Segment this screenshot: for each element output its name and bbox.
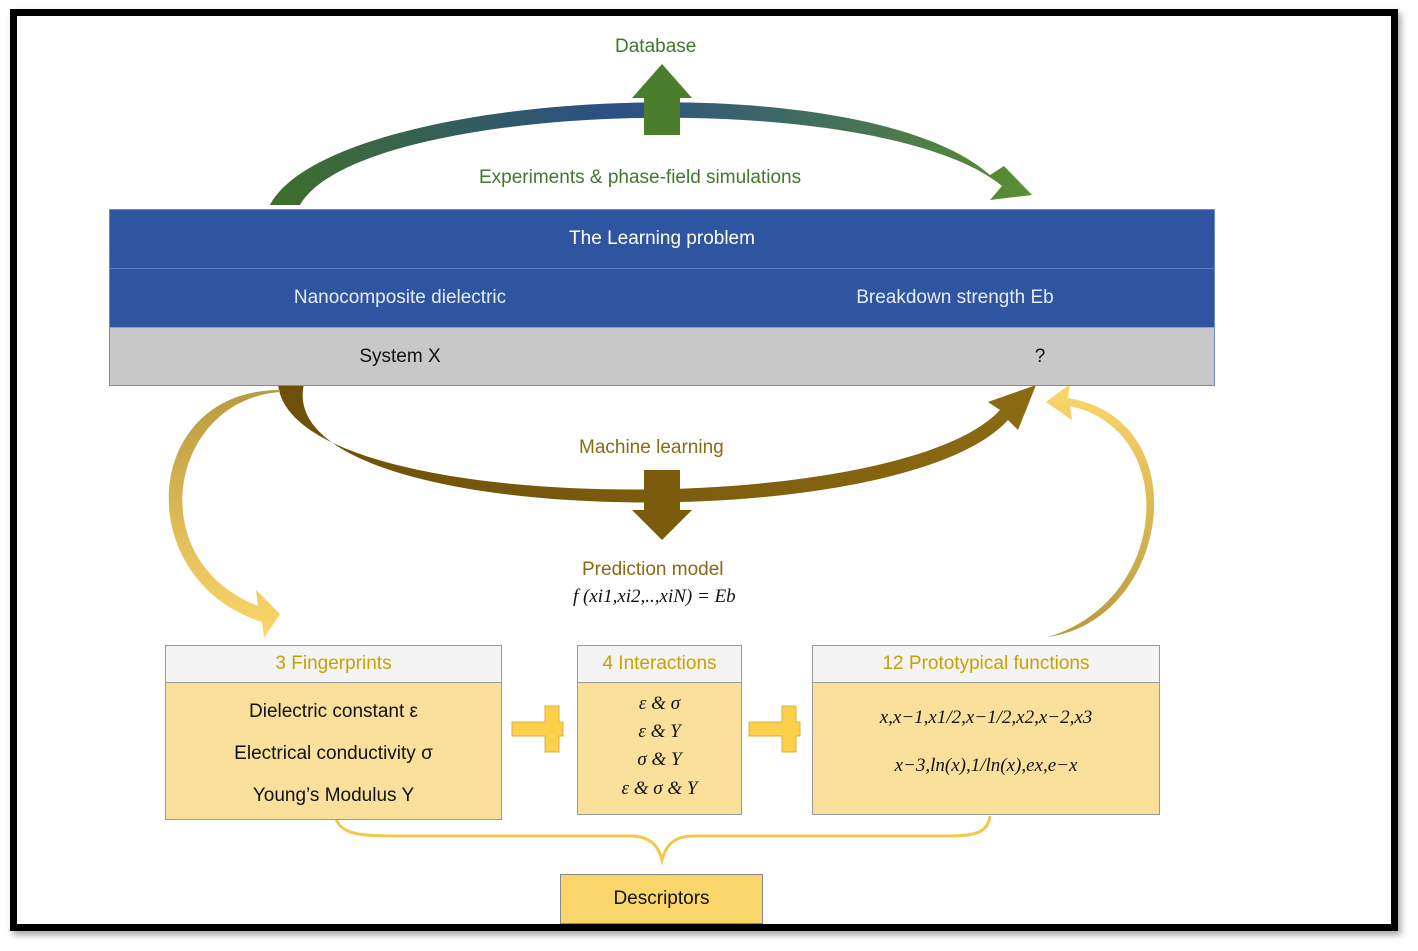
machine-learning-arc: [278, 384, 1036, 503]
experiments-label: Experiments & phase-field simulations: [479, 167, 802, 188]
output-value: ?: [1034, 345, 1046, 367]
output-header: Breakdown strength Eb: [856, 287, 1054, 308]
input-header: Nanocomposite dielectric: [293, 287, 507, 308]
interaction-item: ε & Y: [638, 721, 681, 742]
interaction-item: ε & σ & Y: [621, 778, 698, 799]
fingerprints-box: 3 Fingerprints Dielectric constant ε Ele…: [165, 645, 502, 820]
input-value: System X: [359, 345, 441, 367]
top-arc-arrow: [270, 102, 1032, 205]
interactions-box: 4 Interactions ε & σ ε & Y σ & Y ε & σ &…: [577, 645, 742, 815]
machine-learning-label: Machine learning: [579, 437, 724, 458]
model-equation: f (xi1,xi2,..,xiN) = Eb: [573, 586, 736, 607]
plus-icon: [511, 705, 564, 753]
left-fingerprint-arrow: [168, 390, 280, 638]
descriptors-box: Descriptors: [560, 874, 763, 924]
interaction-item: σ & Y: [637, 749, 682, 770]
interactions-title: 4 Interactions: [578, 646, 741, 683]
prototypical-functions-box: 12 Prototypical functions x,x−1,x1/2,x−1…: [812, 645, 1160, 815]
fingerprint-item: Young’s Modulus Y: [252, 785, 415, 806]
function-line: x−3,ln(x),1/ln(x),ex,e−x: [894, 755, 1078, 776]
prediction-down-arrow: [632, 470, 692, 540]
fingerprints-title: 3 Fingerprints: [166, 646, 501, 683]
right-descriptor-arrow: [1046, 384, 1155, 637]
database-label: Database: [615, 36, 697, 57]
prototypical-functions-title: 12 Prototypical functions: [813, 646, 1159, 683]
learning-problem-title: The Learning problem: [569, 228, 755, 249]
interaction-item: ε & σ: [638, 693, 681, 714]
prediction-model-label: Prediction model: [582, 559, 724, 580]
fingerprint-item: Electrical conductivity σ: [234, 743, 433, 764]
descriptors-brace: [333, 815, 992, 866]
database-up-arrow: [632, 64, 692, 135]
function-line: x,x−1,x1/2,x−1/2,x2,x−2,x3: [879, 707, 1093, 728]
plus-icon: [748, 705, 801, 753]
learning-problem-table: The Learning problem Nanocomposite diele…: [109, 209, 1215, 386]
fingerprint-item: Dielectric constant ε: [249, 701, 418, 722]
